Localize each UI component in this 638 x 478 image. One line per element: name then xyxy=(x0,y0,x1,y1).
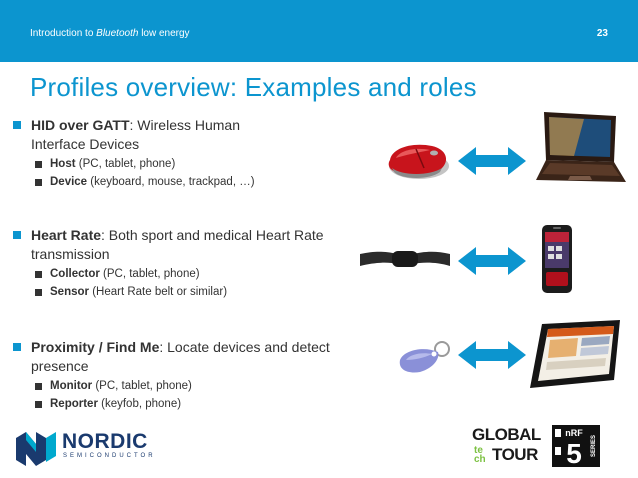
badge-series-text: SERIES xyxy=(591,435,597,457)
badge-nrf-text: nRF xyxy=(565,428,583,438)
nordic-logo-mark-icon xyxy=(16,432,56,466)
header-bar: Introduction to Bluetooth low energy 23 xyxy=(0,0,638,62)
mobile-phone-icon xyxy=(542,225,572,293)
double-arrow-icon xyxy=(458,341,526,369)
bullet-square xyxy=(35,179,42,186)
mouse-icon xyxy=(388,144,449,179)
tablet-icon xyxy=(530,320,620,388)
nordic-logo-subtitle: SEMICONDUCTOR xyxy=(63,453,156,459)
double-arrow-icon xyxy=(458,147,526,175)
role-reporter: Reporter (keyfob, phone) xyxy=(13,397,353,412)
nrf5-series-badge-icon: nRF 5 SERIES xyxy=(552,425,600,467)
bullet-square xyxy=(13,121,21,129)
page-number: 23 xyxy=(596,28,608,39)
nordic-logo-name: NORDIC xyxy=(62,430,148,453)
bullet-square xyxy=(13,343,21,351)
bullet-square xyxy=(35,383,42,390)
slide-title: Profiles overview: Examples and roles xyxy=(30,72,477,102)
bullet-square xyxy=(35,401,42,408)
role-collector: Collector (PC, tablet, phone) xyxy=(13,267,353,282)
role-monitor: Monitor (PC, tablet, phone) xyxy=(13,379,353,394)
deck-subtitle: Introduction to Bluetooth low energy xyxy=(30,28,190,39)
bullet-square xyxy=(13,231,21,239)
section-heart-rate: Heart Rate: Both sport and medical Heart… xyxy=(13,226,353,300)
tour-logo-global: GLOBAL xyxy=(472,425,541,444)
nordic-semiconductor-logo: NORDIC SEMICONDUCTOR xyxy=(14,428,153,466)
bullet-proximity: Proximity / Find Me: Locate devices and … xyxy=(13,338,353,376)
role-sensor: Sensor (Heart Rate belt or similar) xyxy=(13,285,353,300)
heart-rate-belt-icon xyxy=(360,251,450,267)
double-arrow-icon xyxy=(458,247,526,275)
laptop-icon xyxy=(536,112,626,182)
keyfob-icon xyxy=(399,341,450,373)
tour-logo-tour: TOUR xyxy=(492,445,538,464)
section-hid: HID over GATT: Wireless Human Interface … xyxy=(13,116,353,190)
bullet-hid: HID over GATT: Wireless Human Interface … xyxy=(13,116,261,154)
bullet-square xyxy=(35,289,42,296)
badge-five-text: 5 xyxy=(566,438,582,467)
bullet-heart-rate: Heart Rate: Both sport and medical Heart… xyxy=(13,226,353,264)
bullet-square xyxy=(35,161,42,168)
section-proximity: Proximity / Find Me: Locate devices and … xyxy=(13,338,353,412)
role-host: Host (PC, tablet, phone) xyxy=(13,157,353,172)
role-device: Device (keyboard, mouse, trackpad, …) xyxy=(13,175,353,190)
bullet-square xyxy=(35,271,42,278)
